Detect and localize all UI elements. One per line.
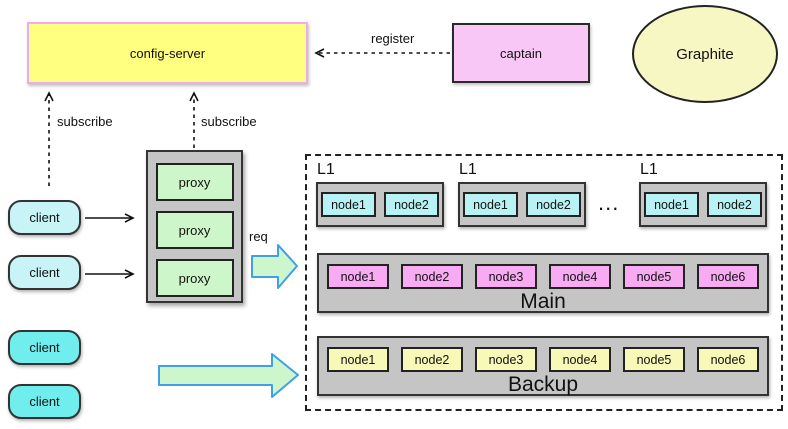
backup-box: node1 node2 node3 node4 node5 node6 Back… [317,336,769,396]
subscribe-left-label: subscribe [57,114,113,129]
main-node: node4 [549,264,611,289]
backup-node: node4 [549,347,611,372]
client-box: client [8,200,81,235]
backup-node: node6 [697,347,759,372]
backup-node: node3 [475,347,537,372]
req-block-arrow [251,244,298,289]
client-box: client [8,330,81,365]
l1-box: node1 node2 [639,182,767,227]
main-node: node3 [475,264,537,289]
graphite-label: Graphite [676,45,734,63]
register-label: register [371,31,415,46]
client-box: client [8,384,81,419]
l1-box: node1 node2 [316,182,444,227]
backup-label: Backup [507,373,579,396]
main-nodes: node1 node2 node3 node4 node5 node6 [319,255,767,289]
subscribe-right-label: subscribe [201,114,257,129]
graphite-ellipse: Graphite [632,5,778,103]
l1-box: node1 node2 [458,182,586,227]
l1-node: node1 [463,192,518,217]
l1-group-3: L1 node1 node2 [639,162,767,227]
main-node: node1 [327,264,389,289]
l1-node: node1 [644,192,699,217]
proxy-box: proxy [155,259,234,297]
l1-label: L1 [317,161,335,178]
captain-label: captain [500,45,542,61]
l1-label: L1 [640,161,658,178]
l1-group-2: L1 node1 node2 [458,162,586,227]
captain-box: captain [452,23,590,83]
l1-label: L1 [459,161,477,178]
backup-node: node2 [401,347,463,372]
req-label: req [249,229,268,244]
main-label: Main [520,290,566,313]
backup-block-arrow [158,353,299,398]
config-server-box: config-server [27,22,308,84]
backup-nodes: node1 node2 node3 node4 node5 node6 [319,338,767,372]
proxy-container: proxy proxy proxy [146,150,243,303]
l1-group-1: L1 node1 node2 [316,162,444,227]
main-node: node5 [623,264,685,289]
cluster-boundary [305,154,783,411]
backup-node: node1 [327,347,389,372]
config-server-label: config-server [129,45,206,61]
client-box: client [8,255,81,290]
main-node: node6 [697,264,759,289]
l1-node: node1 [321,192,376,217]
l1-node: node2 [707,192,762,217]
main-box: node1 node2 node3 node4 node5 node6 Main [317,253,769,313]
proxy-box: proxy [155,211,234,249]
backup-node: node5 [623,347,685,372]
l1-node: node2 [384,192,439,217]
main-node: node2 [401,264,463,289]
l1-node: node2 [526,192,581,217]
l1-ellipsis: ... [598,190,620,215]
proxy-box: proxy [155,163,234,201]
